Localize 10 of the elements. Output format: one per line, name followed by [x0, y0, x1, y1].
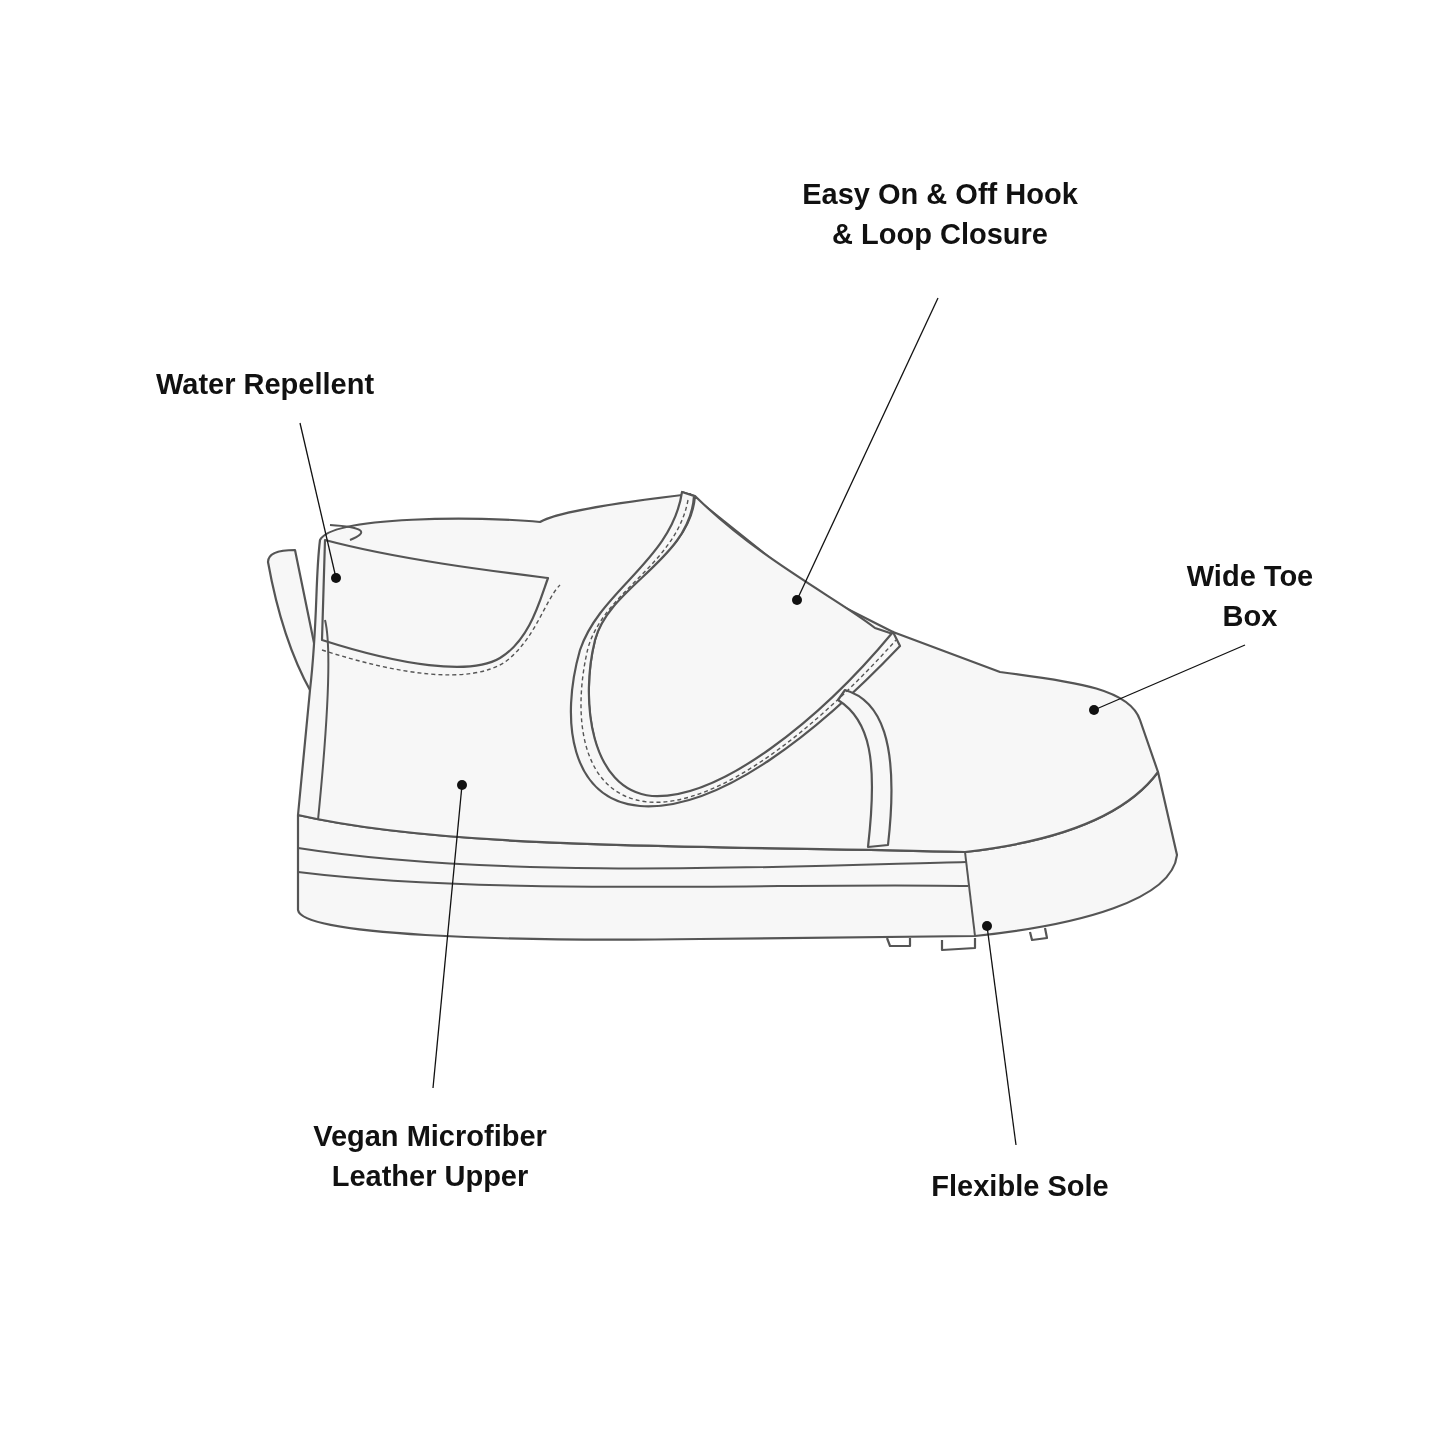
callout-label: Water Repellent — [154, 367, 376, 402]
callout-label: Wide Toe Box — [1185, 559, 1315, 634]
leader-line — [1089, 644, 1246, 715]
callout-label: Easy On & Off Hook & Loop Closure — [801, 177, 1079, 252]
leader-line — [792, 297, 939, 605]
leader-line — [432, 780, 467, 1089]
leader-line — [299, 422, 341, 583]
leader-line — [982, 921, 1017, 1146]
callout-label: Vegan Microfiber Leather Upper — [312, 1119, 548, 1194]
callout-label: Flexible Sole — [930, 1169, 1110, 1204]
